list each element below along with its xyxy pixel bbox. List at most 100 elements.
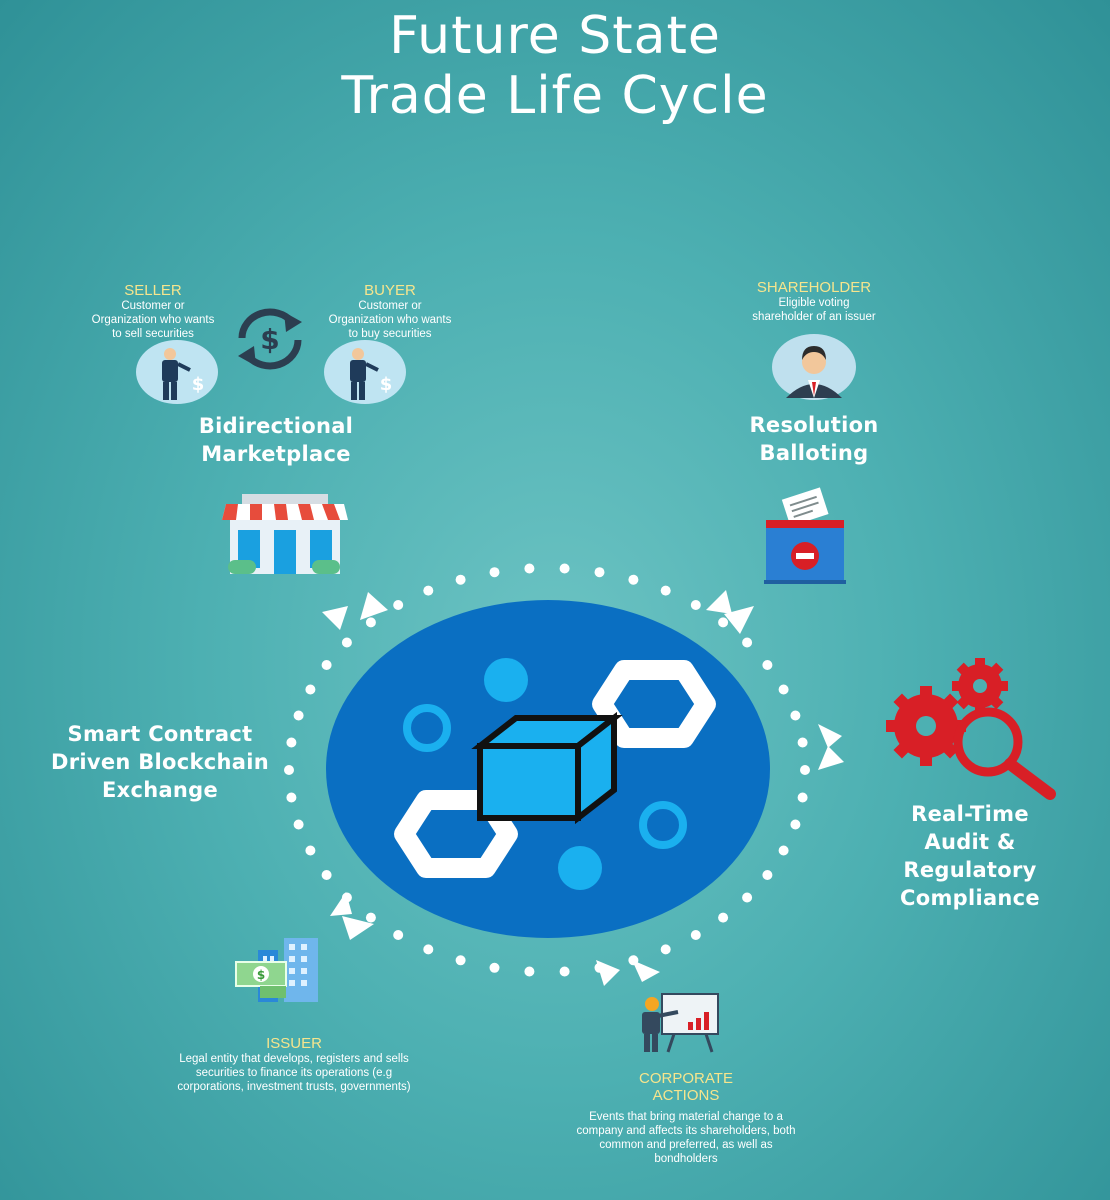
marketplace-heading: Bidirectional Marketplace bbox=[160, 412, 392, 468]
svg-text:$: $ bbox=[260, 323, 279, 356]
cycle-arrows bbox=[322, 590, 844, 986]
arrow-bottom-left-out bbox=[342, 916, 374, 940]
ring-dot bbox=[341, 637, 352, 648]
ring-dot bbox=[778, 845, 789, 856]
ring-dot bbox=[305, 845, 316, 856]
corporate-actions-block: CORPORATE ACTIONS Events that bring mate… bbox=[566, 1070, 806, 1166]
presentation-chart-icon bbox=[642, 993, 719, 1053]
arrow-right-in bbox=[818, 724, 842, 748]
blockchain-cube-icon bbox=[471, 711, 623, 825]
exchange-dollar-icon: $ bbox=[238, 308, 302, 370]
ring-dot bbox=[423, 944, 434, 955]
audit-heading: Real-Time Audit & Regulatory Compliance bbox=[870, 800, 1070, 912]
issuer-block: ISSUER Legal entity that develops, regis… bbox=[158, 1035, 430, 1094]
ring-dot bbox=[628, 574, 639, 585]
shareholder-label: SHAREHOLDER bbox=[756, 279, 872, 296]
ring-dot bbox=[790, 819, 801, 830]
ring-dot bbox=[321, 660, 332, 670]
ring-dot bbox=[797, 737, 808, 748]
arrow-bottom-left-in bbox=[330, 892, 352, 916]
arrow-right-out bbox=[818, 746, 844, 770]
buyer-desc-2: Organization who wants bbox=[328, 314, 452, 326]
ring-dot bbox=[293, 819, 304, 830]
ring-dot bbox=[284, 765, 294, 775]
ring-dot bbox=[718, 912, 729, 923]
exchange-heading: Smart Contract Driven Blockchain Exchang… bbox=[36, 720, 284, 804]
blockchain-hub bbox=[326, 600, 770, 938]
ring-dot bbox=[305, 684, 316, 695]
svg-text:$: $ bbox=[380, 374, 393, 395]
ring-dot bbox=[690, 600, 701, 610]
ring-dot bbox=[524, 563, 535, 574]
buyer-desc-3: to buy securities bbox=[348, 328, 432, 340]
gears-magnifier-icon bbox=[886, 658, 1056, 800]
ring-dot bbox=[790, 710, 801, 721]
corporate-actions-label-1: CORPORATE bbox=[639, 1070, 733, 1087]
shareholder-desc-1: Eligible voting bbox=[778, 297, 850, 309]
ring-dot bbox=[489, 962, 500, 973]
arrow-top-left-in bbox=[322, 606, 348, 630]
ring-dot bbox=[660, 585, 671, 596]
ring-dot bbox=[293, 710, 304, 721]
balloting-heading-line-2: Balloting bbox=[759, 441, 869, 465]
corporate-actions-desc-2: company and affects its shareholders, bo… bbox=[576, 1125, 796, 1137]
shareholder-desc-2: shareholder of an issuer bbox=[752, 311, 876, 323]
storefront-icon bbox=[222, 494, 348, 574]
seller-label: SELLER bbox=[124, 282, 182, 299]
title-line-1: Future State bbox=[389, 6, 721, 66]
ballot-box-icon bbox=[764, 487, 846, 584]
ring-dot bbox=[321, 870, 332, 880]
ring-dot bbox=[423, 585, 434, 596]
audit-heading-line-2: Audit & bbox=[924, 830, 1016, 854]
ring-dot bbox=[393, 600, 404, 610]
corporate-actions-label-2: ACTIONS bbox=[652, 1087, 720, 1104]
ring-dot bbox=[455, 574, 466, 585]
marketplace-heading-line-2: Marketplace bbox=[201, 442, 351, 466]
issuer-desc-3: corporations, investment trusts, governm… bbox=[177, 1081, 411, 1093]
seller-desc-3: to sell securities bbox=[112, 328, 194, 340]
shareholder-block: SHAREHOLDER Eligible voting shareholder … bbox=[734, 279, 894, 324]
exchange-heading-line-1: Smart Contract bbox=[67, 722, 253, 746]
buyer-block: BUYER Customer or Organization who wants… bbox=[320, 282, 460, 341]
buyer-label: BUYER bbox=[364, 282, 416, 299]
buyer-businessman-dollar-icon: $ bbox=[324, 340, 406, 404]
ring-dot bbox=[718, 617, 729, 628]
ring-dot bbox=[286, 737, 297, 748]
arrow-top-right-out bbox=[724, 606, 754, 634]
svg-text:$: $ bbox=[192, 374, 205, 395]
ring-dot bbox=[489, 567, 500, 578]
issuer-desc-2: securities to finance its operations (e.… bbox=[195, 1067, 393, 1079]
ring-dot bbox=[365, 912, 376, 923]
money-building-icon: $ bbox=[235, 938, 318, 1002]
seller-desc-1: Customer or bbox=[121, 300, 185, 312]
buyer-desc-1: Customer or bbox=[358, 300, 422, 312]
ring-dot bbox=[762, 660, 773, 670]
issuer-label: ISSUER bbox=[266, 1035, 322, 1052]
svg-text:$: $ bbox=[257, 968, 265, 982]
ring-dot bbox=[524, 966, 535, 977]
balloting-heading: Resolution Balloting bbox=[724, 411, 904, 467]
seller-block: SELLER Customer or Organization who want… bbox=[78, 282, 228, 341]
issuer-desc-1: Legal entity that develops, registers an… bbox=[179, 1053, 409, 1065]
arrow-top-left-out bbox=[360, 592, 388, 620]
ring-dot bbox=[559, 563, 570, 574]
shareholder-avatar-icon bbox=[772, 334, 856, 400]
exchange-heading-line-2: Driven Blockchain bbox=[50, 750, 270, 774]
ring-dot bbox=[742, 892, 753, 903]
marketplace-heading-line-1: Bidirectional bbox=[198, 414, 354, 438]
ring-dot bbox=[365, 617, 376, 628]
audit-heading-line-3: Regulatory bbox=[903, 858, 1037, 882]
title-line-2: Trade Life Cycle bbox=[341, 66, 769, 126]
ring-dot bbox=[455, 955, 466, 966]
ring-dot bbox=[690, 930, 701, 940]
ring-dot bbox=[797, 792, 808, 803]
arrow-top-right-in bbox=[706, 590, 732, 614]
ring-dot bbox=[594, 567, 605, 578]
ring-dot bbox=[778, 684, 789, 695]
ring-dot bbox=[660, 944, 671, 955]
corporate-actions-desc-3: common and preferred, as well as bbox=[599, 1139, 773, 1151]
ring-dot bbox=[286, 792, 297, 803]
seller-businessman-dollar-icon: $ bbox=[136, 340, 218, 404]
arrow-bottom-out bbox=[632, 960, 660, 982]
